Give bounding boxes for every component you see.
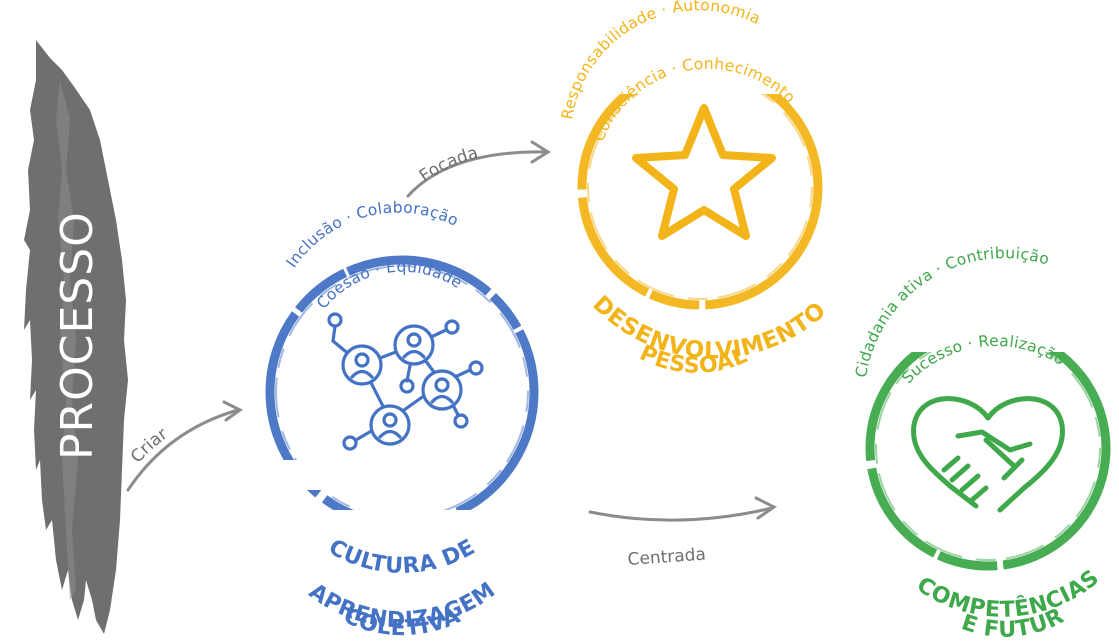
node-cultura: Inclusão · Colaboração Coesão · Equidade	[265, 199, 539, 641]
competencias-ring	[865, 325, 1111, 571]
process-brush-strip: PROCESSO	[24, 40, 128, 634]
arrow-label-focada: Focada	[416, 143, 481, 187]
desenvolvimento-ring	[577, 64, 823, 310]
competencias-title-line1: COMPETÊNCIAS	[912, 565, 1104, 623]
svg-text:Coesão · Equidade: Coesão · Equidade	[313, 258, 465, 313]
arrow-focada: Focada	[406, 140, 551, 198]
svg-text:Focada: Focada	[416, 143, 481, 187]
node-desenvolvimento: Responsabilidade · Autonomia Consciência…	[558, 0, 840, 379]
svg-text:Criar: Criar	[127, 424, 171, 467]
cultura-values-line2: Coesão · Equidade	[313, 258, 465, 313]
arrow-label-criar: Criar	[127, 424, 171, 467]
arrow-centrada: Centrada	[588, 496, 777, 570]
star-icon	[632, 104, 776, 240]
arrow-criar: Criar	[126, 400, 243, 492]
svg-text:COMPETÊNCIAS: COMPETÊNCIAS	[912, 565, 1104, 623]
arrow-label-centrada: Centrada	[627, 545, 707, 570]
heart-handshake-icon	[911, 396, 1065, 513]
side-label-processo: PROCESSO	[52, 211, 103, 460]
people-network-icon	[327, 312, 484, 451]
